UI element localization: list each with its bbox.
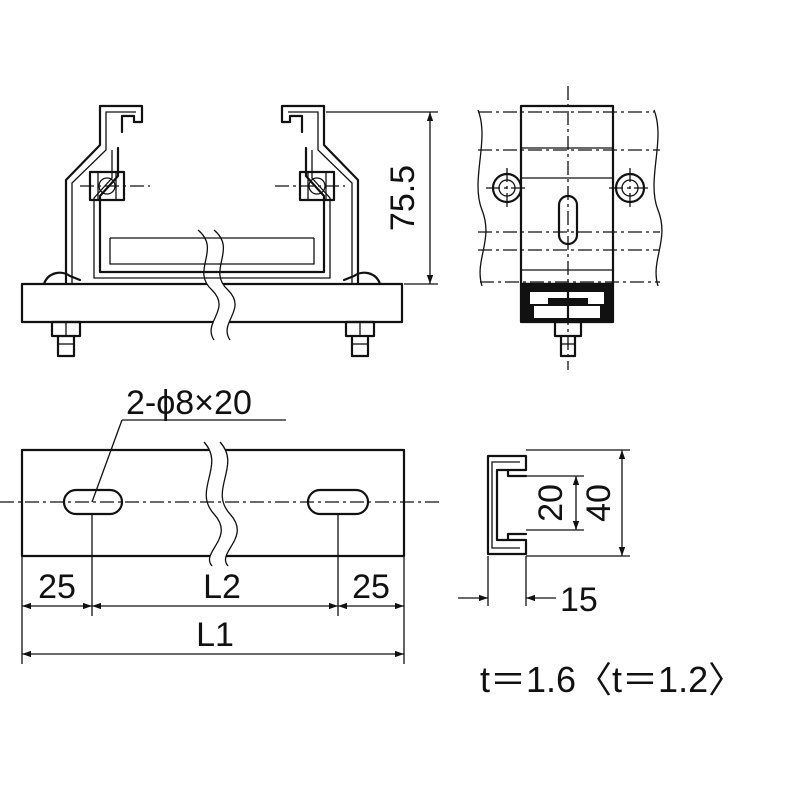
plan-slot-left [62,488,124,516]
right-foot [342,271,382,286]
dim-edge-right-label: 25 [352,568,390,606]
background-channel-right-edge [653,109,663,287]
plate-plan-view: 2-ϕ8×20 25 L2 25 L1 [0,384,440,664]
channel-clamp-inner [93,150,331,279]
channel-section-profile [486,454,528,556]
side-left-bolt [486,168,528,208]
right-bracket-lip [288,114,304,134]
side-right-bolt [609,168,651,208]
side-anchor-bolt [553,282,583,358]
left-bracket-inner [71,111,136,284]
plan-break-left [203,441,222,567]
dim-20-label: 20 [532,484,570,522]
channel-clamp [98,146,326,274]
right-bracket-outer [280,104,360,286]
channel-lip-top [506,468,528,478]
break-gap [198,230,236,340]
right-anchor-bolt [344,320,376,358]
channel-floor [109,238,315,265]
channel-section-inner [491,461,520,549]
dim-40-label: 40 [580,484,618,522]
left-bracket-lip [120,114,136,134]
channel-lip-bottom [506,532,528,542]
slot-leader-diagonal [91,419,123,503]
dim-l1-label: L1 [196,616,234,654]
left-bracket-outer [64,104,144,286]
break-line-right [213,229,236,341]
side-view [477,86,663,370]
break-line-left [197,229,220,341]
front-view: 75.5 [20,104,438,358]
slot-spec-label: 2-ϕ8×20 [126,384,252,422]
dim-l2-label: L2 [203,568,241,606]
dim-75-5-label: 75.5 [384,165,422,231]
background-channel-left-edge [477,109,487,287]
left-anchor-bolt [50,320,82,358]
right-bracket-inner [288,111,353,284]
plan-break-gap [204,442,238,566]
channel-section-view: 40 20 15 [458,449,630,619]
left-foot [42,271,82,286]
dim-edge-left-label: 25 [38,568,76,606]
plan-break-right [219,441,238,567]
thickness-note: t＝1.6〈t＝1.2〉 [480,659,744,700]
dim-15-label: 15 [560,581,598,619]
